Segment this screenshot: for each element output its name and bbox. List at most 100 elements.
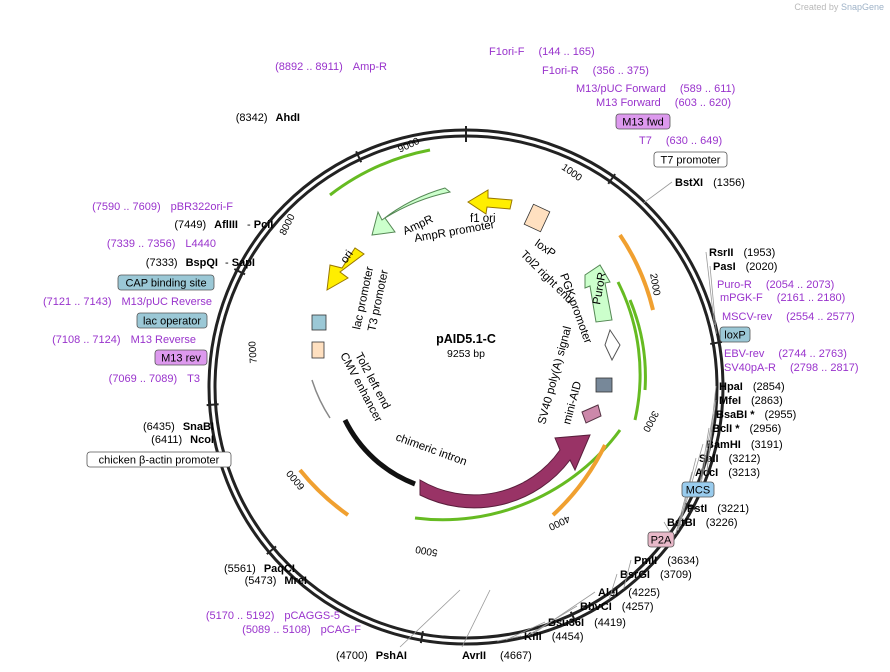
puror-label: PuroR	[591, 271, 608, 305]
primer-pcag-f[interactable]: (5089 .. 5108)pCAG-F	[242, 624, 361, 636]
primer-f1ori-r[interactable]: F1ori-R(356 .. 375)	[542, 65, 649, 77]
primer-mpgk-f[interactable]: mPGK-F(2161 .. 2180)	[720, 292, 845, 304]
site-bstxi[interactable]: BstXI(1356)	[675, 177, 745, 189]
primer-label-text: (7590 .. 7609)pBR322ori-F	[92, 201, 233, 213]
site-bsu36i[interactable]: Bsu36I(4419)	[548, 617, 626, 629]
orange-arc-right[interactable]	[618, 233, 655, 311]
tick-mark-5000	[419, 631, 424, 644]
feature-box-mcs[interactable]: MCS	[681, 481, 715, 498]
site-label-text: PasI(2020)	[713, 261, 777, 273]
primer-label-text: F1ori-F(144 .. 165)	[489, 46, 595, 58]
feature-box-chicken-actin-promoter[interactable]: chicken β-actin promoter	[86, 451, 232, 468]
primer-m13-reverse[interactable]: (7108 .. 7124)M13 Reverse	[52, 334, 196, 346]
site-label-text: - PciI	[247, 219, 273, 231]
site-bsabi[interactable]: BsaBI *(2955)	[716, 409, 796, 421]
site-paqci[interactable]: (5561)PaqCI	[224, 563, 295, 575]
ampr-feature[interactable]	[371, 187, 452, 236]
feature-box-m13-rev[interactable]: M13 rev	[154, 349, 208, 366]
site-bsrgi[interactable]: BsrGI(3709)	[620, 569, 692, 581]
site-pmli[interactable]: PmlI(3634)	[634, 555, 699, 567]
site-bstbi[interactable]: BstBI(3226)	[667, 517, 738, 529]
site-label-text: (7449)AflIII	[174, 219, 238, 231]
feature-box-t7-promoter[interactable]: T7 promoter	[653, 151, 728, 168]
primer-pbr322ori-f[interactable]: (7590 .. 7609)pBR322ori-F	[92, 201, 233, 213]
site-alei[interactable]: AleI(4225)	[598, 587, 660, 599]
site-hpai[interactable]: HpaI(2854)	[719, 381, 785, 393]
feature-box-m13-fwd[interactable]: M13 fwd	[615, 113, 671, 130]
ostir1-feature[interactable]	[419, 434, 591, 509]
primer-label-text: T7(630 .. 649)	[639, 135, 722, 147]
primer-m13-puc-forward[interactable]: M13/pUC Forward(589 .. 611)	[576, 83, 735, 95]
site-ncoi[interactable]: (6411)NcoI	[151, 434, 214, 446]
puror-feature[interactable]	[584, 264, 613, 323]
credit: Created by SnapGene	[794, 2, 884, 12]
primer-t7[interactable]: T7(630 .. 649)	[639, 135, 722, 147]
credit-prefix: Created by	[794, 2, 839, 12]
site-rsrii[interactable]: RsrII(1953)	[709, 247, 775, 259]
site-afliii[interactable]: (7449)AflIII	[174, 219, 238, 231]
site-bspqi[interactable]: (7333)BspQI	[146, 257, 218, 269]
orf-arc-right[interactable]	[628, 299, 647, 391]
tick-mark-2000	[710, 340, 723, 345]
feature-box-text: M13 fwd	[622, 117, 664, 129]
site-mfei[interactable]: MfeI(2863)	[719, 395, 783, 407]
site-pshai[interactable]: (4700)PshAI	[336, 589, 461, 662]
primer-ebv-rev[interactable]: EBV-rev(2744 .. 2763)	[724, 348, 847, 360]
snapgene-brand[interactable]: SnapGene	[840, 2, 884, 12]
site-bcli[interactable]: BclI *(2956)	[712, 423, 781, 435]
cmv-enhancer-feature[interactable]	[311, 379, 331, 419]
site-avrii[interactable]: AvrII(4667)	[461, 589, 532, 662]
primer-mscv-rev[interactable]: MSCV-rev(2554 .. 2577)	[722, 311, 855, 323]
site-leader	[497, 635, 522, 642]
site-snabi[interactable]: (6435)SnaBI	[143, 421, 214, 433]
feature-box-loxp[interactable]: loxP	[719, 326, 751, 343]
lac-operator-mark[interactable]	[311, 314, 327, 331]
site-sapi[interactable]: - SapI	[225, 257, 255, 269]
feature-box-bg	[86, 451, 232, 468]
orf-arc-right-2[interactable]	[616, 281, 642, 421]
site-label-text: (5561)PaqCI	[224, 563, 295, 575]
tick-mark-8000	[233, 268, 246, 276]
pgk-promoter-feature[interactable]	[604, 328, 621, 362]
f1-ori-feature[interactable]	[467, 189, 513, 215]
site-bbvci[interactable]: BbvCI(4257)	[580, 601, 654, 613]
site-label-text: (6435)SnaBI	[143, 421, 214, 433]
site-kfli[interactable]: KflI(4454)	[524, 631, 584, 643]
site-bamhi[interactable]: BamHI(3191)	[706, 439, 783, 451]
primer-m13-puc-reverse[interactable]: (7121 .. 7143)M13/pUC Reverse	[43, 296, 212, 308]
primer-sv40pa-r[interactable]: SV40pA-R(2798 .. 2817)	[724, 362, 858, 374]
primer-l4440[interactable]: (7339 .. 7356)L4440	[107, 238, 216, 250]
primer-pcaggs-5[interactable]: (5170 .. 5192)pCAGGS-5	[206, 610, 340, 622]
feature-box-p2a[interactable]: P2A	[647, 531, 675, 548]
sv40-mark[interactable]	[595, 377, 613, 393]
site-label-text: BsrGI(3709)	[620, 569, 692, 581]
tick-label-2000: 2000	[647, 273, 662, 297]
feature-box-cap-binding-site[interactable]: CAP binding site	[117, 274, 215, 291]
site-psti[interactable]: PstI(3221)	[687, 503, 749, 515]
primer-f1ori-f[interactable]: F1ori-F(144 .. 165)	[489, 46, 595, 58]
primer-m13-forward[interactable]: M13 Forward(603 .. 620)	[596, 97, 731, 109]
site-ahdi[interactable]: (8342)AhdI	[236, 112, 300, 124]
site-leader	[623, 559, 632, 589]
orange-arc-bottom-left[interactable]	[298, 468, 350, 517]
feature-box-lac-operator[interactable]: lac operator	[136, 312, 208, 329]
orf-arc-top[interactable]	[329, 148, 431, 197]
primer-amp-r[interactable]: (8892 .. 8911)Amp-R	[275, 61, 387, 73]
site-pasi[interactable]: PasI(2020)	[713, 261, 777, 273]
site-leader	[608, 573, 618, 600]
tick-mark-9000	[355, 150, 363, 163]
site-acci[interactable]: AccI(3213)	[695, 467, 760, 479]
orange-arc-bottom-right[interactable]	[551, 444, 607, 517]
loxp-mark[interactable]	[523, 203, 551, 233]
mini-aid-feature[interactable]	[581, 404, 602, 424]
cmv-small-mark[interactable]	[311, 341, 325, 359]
primer-puro-r[interactable]: Puro-R(2054 .. 2073)	[717, 279, 834, 291]
chimeric-intron-feature[interactable]	[342, 418, 416, 487]
ori-feature[interactable]	[326, 247, 365, 291]
primer-t3[interactable]: (7069 .. 7089)T3	[109, 373, 200, 385]
feature-box-text: MCS	[686, 485, 710, 497]
site-label-text: AvrII(4667)	[462, 650, 532, 662]
site-pcii[interactable]: - PciI	[247, 219, 273, 231]
site-mrei[interactable]: (5473)MreI	[245, 575, 307, 587]
